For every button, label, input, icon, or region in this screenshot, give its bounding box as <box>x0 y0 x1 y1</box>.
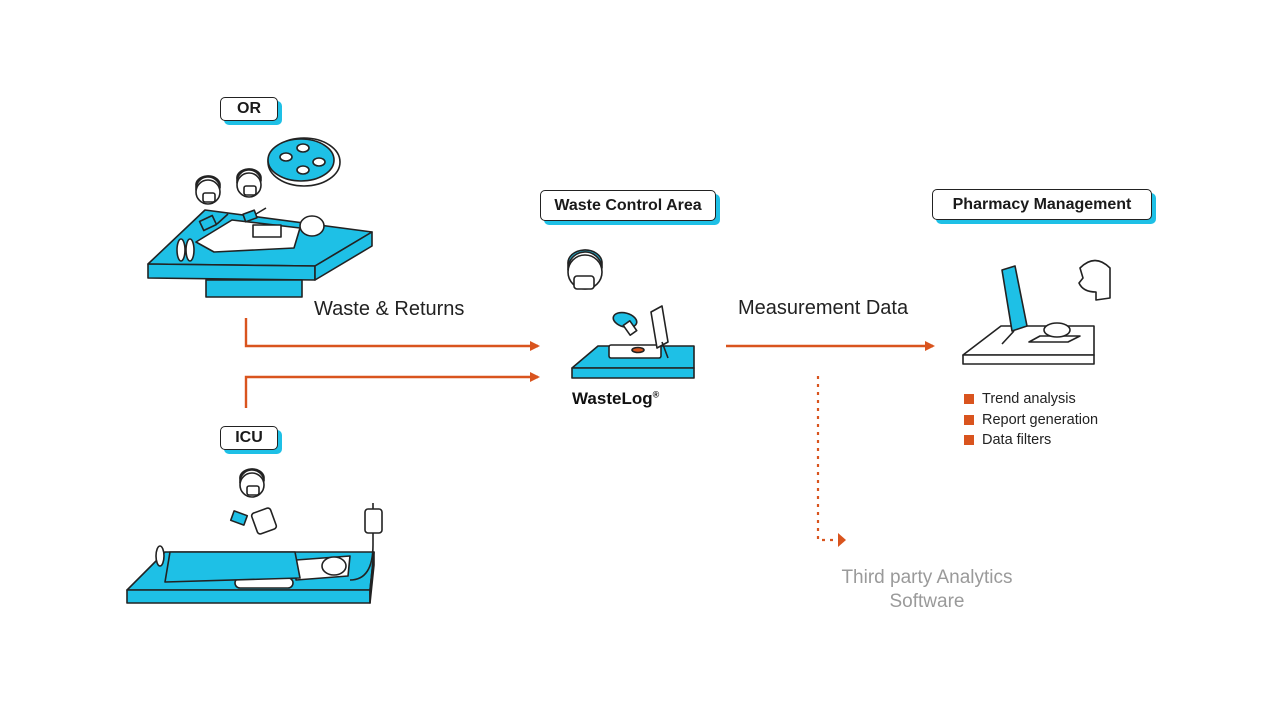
patient-or-icon <box>176 215 325 262</box>
hand-icon <box>1043 322 1071 338</box>
square-bullet-icon <box>964 435 974 446</box>
surgeon-icon <box>236 168 267 223</box>
icu-to-waste-arrow <box>244 372 540 408</box>
pharmacy-feature-list: Trend analysis Report generation Data fi… <box>964 389 1098 451</box>
icu-illustration <box>126 468 383 604</box>
icu-label: ICU <box>220 426 278 450</box>
operator-icon <box>567 249 603 290</box>
icu-label-text: ICU <box>235 429 263 446</box>
waste-control-area-text: Waste Control Area <box>554 196 702 214</box>
third-party-arrowhead <box>838 533 846 547</box>
list-item: Trend analysis <box>964 389 1098 410</box>
pharmacy-management-label: Pharmacy Management <box>932 189 1152 220</box>
feature-report-generation: Report generation <box>982 411 1099 428</box>
pharmacy-management-text: Pharmacy Management <box>952 195 1132 213</box>
wastelog-brand: WasteLog® <box>572 389 659 409</box>
pharmacy-illustration <box>962 259 1111 365</box>
computer-monitor-icon <box>1001 265 1028 345</box>
third-party-line-1: Third party Analytics <box>841 567 1013 588</box>
feature-data-filters: Data filters <box>982 432 1052 449</box>
pharmacist-head-icon <box>1078 259 1111 301</box>
third-party-analytics-label: Third party Analytics Software <box>812 566 1042 614</box>
waste-control-area-label: Waste Control Area <box>540 190 716 221</box>
gloved-hand-icon <box>612 311 638 337</box>
third-party-line-2: Software <box>889 591 965 612</box>
flow-arrows <box>244 318 935 547</box>
or-label: OR <box>220 97 278 121</box>
nurse-icon <box>229 468 278 535</box>
surgical-lamp-icon <box>267 137 341 187</box>
registered-mark: ® <box>652 389 660 400</box>
waste-control-illustration <box>567 249 695 379</box>
wastelog-scale-icon <box>608 344 662 359</box>
patient-icu-icon <box>155 545 351 589</box>
or-to-waste-arrow <box>244 318 540 351</box>
list-item: Report generation <box>964 410 1098 431</box>
blanket-icon <box>164 551 301 583</box>
iv-bag-icon <box>349 503 383 581</box>
or-label-text: OR <box>237 100 261 117</box>
list-item: Data filters <box>964 430 1098 451</box>
operating-room-illustration <box>147 137 373 298</box>
square-bullet-icon <box>964 394 974 405</box>
surgeon-icon <box>195 175 229 232</box>
waste-returns-label: Waste & Returns <box>314 298 465 320</box>
third-party-dotted-arrow <box>816 376 836 542</box>
square-bullet-icon <box>964 414 974 425</box>
desk-icon <box>962 325 1095 365</box>
feature-trend-analysis: Trend analysis <box>982 391 1076 408</box>
wastelog-name: WasteLog <box>572 389 653 408</box>
keyboard-icon <box>1028 335 1081 343</box>
measurement-data-label: Measurement Data <box>738 297 909 319</box>
scale-monitor-icon <box>650 305 669 359</box>
